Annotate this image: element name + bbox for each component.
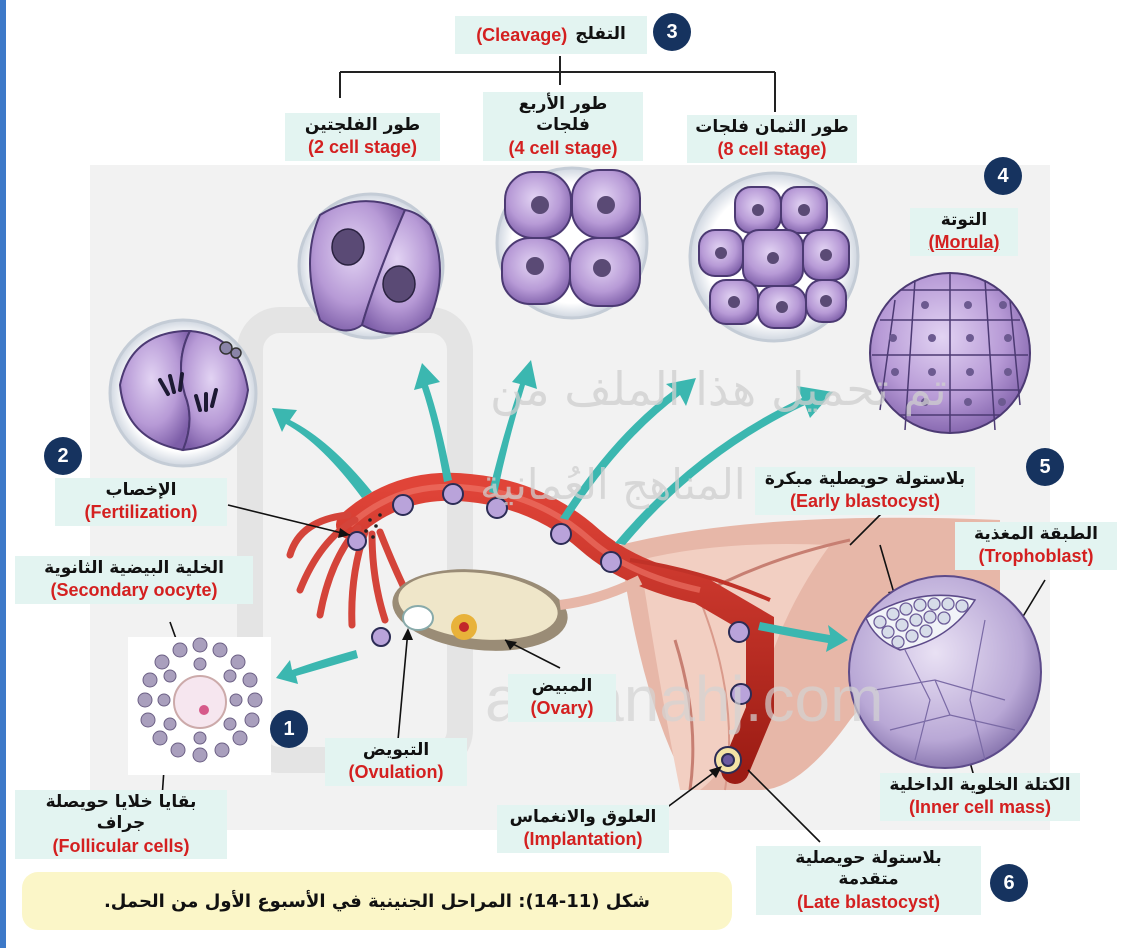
label-inner-cell-mass: الكتلة الخلوية الداخلية (Inner cell mass… (880, 773, 1080, 821)
step-badge-3: 3 (653, 13, 691, 51)
watermark-line1: تم تحميل هذا الملف من (490, 362, 947, 416)
page-edge (0, 0, 6, 948)
label-follicular: بقايا خلايا حويصلة جراف (Follicular cell… (15, 790, 227, 859)
label-follicular-en: (Follicular cells) (23, 835, 219, 858)
label-implantation: العلوق والانغماس (Implantation) (497, 805, 669, 853)
label-follicular-ar: بقايا خلايا حويصلة جراف (23, 792, 219, 835)
label-two-cell: طور الفلجتين (2 cell stage) (285, 113, 440, 161)
label-ovary-en: (Ovary) (516, 697, 608, 720)
label-inner-cell-mass-en: (Inner cell mass) (888, 796, 1072, 819)
label-four-cell-en: (4 cell stage) (491, 137, 635, 160)
label-morula-en: (Morula) (918, 231, 1010, 254)
two-cell-embryo (299, 194, 443, 338)
step-badge-5: 5 (1026, 448, 1064, 486)
figure-caption-text: شكل (11-14): المراحل الجنينية في الأسبوع… (104, 891, 650, 912)
eight-cell-embryo (690, 173, 858, 341)
label-cleavage-ar: التفلج (575, 24, 626, 45)
label-secondary-oocyte: الخلية البيضية الثانوية (Secondary oocyt… (15, 556, 253, 604)
label-late-blastocyst: بلاستولة حويصلية متقدمة (Late blastocyst… (756, 846, 981, 915)
step-badge-4: 4 (984, 157, 1022, 195)
secondary-oocyte (128, 637, 271, 775)
label-early-blastocyst-en: (Early blastocyst) (763, 490, 967, 513)
figure-caption: شكل (11-14): المراحل الجنينية في الأسبوع… (22, 872, 732, 930)
label-ovary-ar: المبيض (516, 676, 608, 697)
label-inner-cell-mass-ar: الكتلة الخلوية الداخلية (888, 775, 1072, 796)
label-ovulation-en: (Ovulation) (333, 761, 459, 784)
label-morula: التوتة (Morula) (910, 208, 1018, 256)
label-secondary-oocyte-ar: الخلية البيضية الثانوية (23, 558, 245, 579)
label-late-blastocyst-ar: بلاستولة حويصلية متقدمة (764, 848, 973, 891)
label-implantation-en: (Implantation) (505, 828, 661, 851)
label-early-blastocyst-ar: بلاستولة حويصلية مبكرة (763, 469, 967, 490)
label-four-cell-ar: طور الأربع فلجات (491, 94, 635, 137)
step-badge-6: 6 (990, 864, 1028, 902)
label-trophoblast-ar: الطبقة المغذية (963, 524, 1109, 545)
label-cleavage-en: (Cleavage) (476, 24, 567, 47)
four-cell-embryo (497, 168, 647, 318)
label-eight-cell-ar: طور الثمان فلجات (695, 117, 849, 138)
label-trophoblast-en: (Trophoblast) (963, 545, 1109, 568)
label-implantation-ar: العلوق والانغماس (505, 807, 661, 828)
label-ovulation-ar: التبويض (333, 740, 459, 761)
zygote-cell (110, 320, 256, 466)
label-four-cell: طور الأربع فلجات (4 cell stage) (483, 92, 643, 161)
label-ovulation: التبويض (Ovulation) (325, 738, 467, 786)
label-fertilization-ar: الإخصاب (63, 480, 219, 501)
label-two-cell-ar: طور الفلجتين (293, 115, 432, 136)
label-cleavage: التفلج (Cleavage) (455, 16, 647, 54)
label-late-blastocyst-en: (Late blastocyst) (764, 891, 973, 914)
label-eight-cell-en: (8 cell stage) (695, 138, 849, 161)
label-eight-cell: طور الثمان فلجات (8 cell stage) (687, 115, 857, 163)
label-morula-ar: التوتة (918, 210, 1010, 231)
step-badge-2: 2 (44, 437, 82, 475)
label-fertilization-en: (Fertilization) (63, 501, 219, 524)
label-fertilization: الإخصاب (Fertilization) (55, 478, 227, 526)
label-early-blastocyst: بلاستولة حويصلية مبكرة (Early blastocyst… (755, 467, 975, 515)
label-trophoblast: الطبقة المغذية (Trophoblast) (955, 522, 1117, 570)
label-ovary: المبيض (Ovary) (508, 674, 616, 722)
label-secondary-oocyte-en: (Secondary oocyte) (23, 579, 245, 602)
step-badge-1: 1 (270, 710, 308, 748)
label-two-cell-en: (2 cell stage) (293, 136, 432, 159)
